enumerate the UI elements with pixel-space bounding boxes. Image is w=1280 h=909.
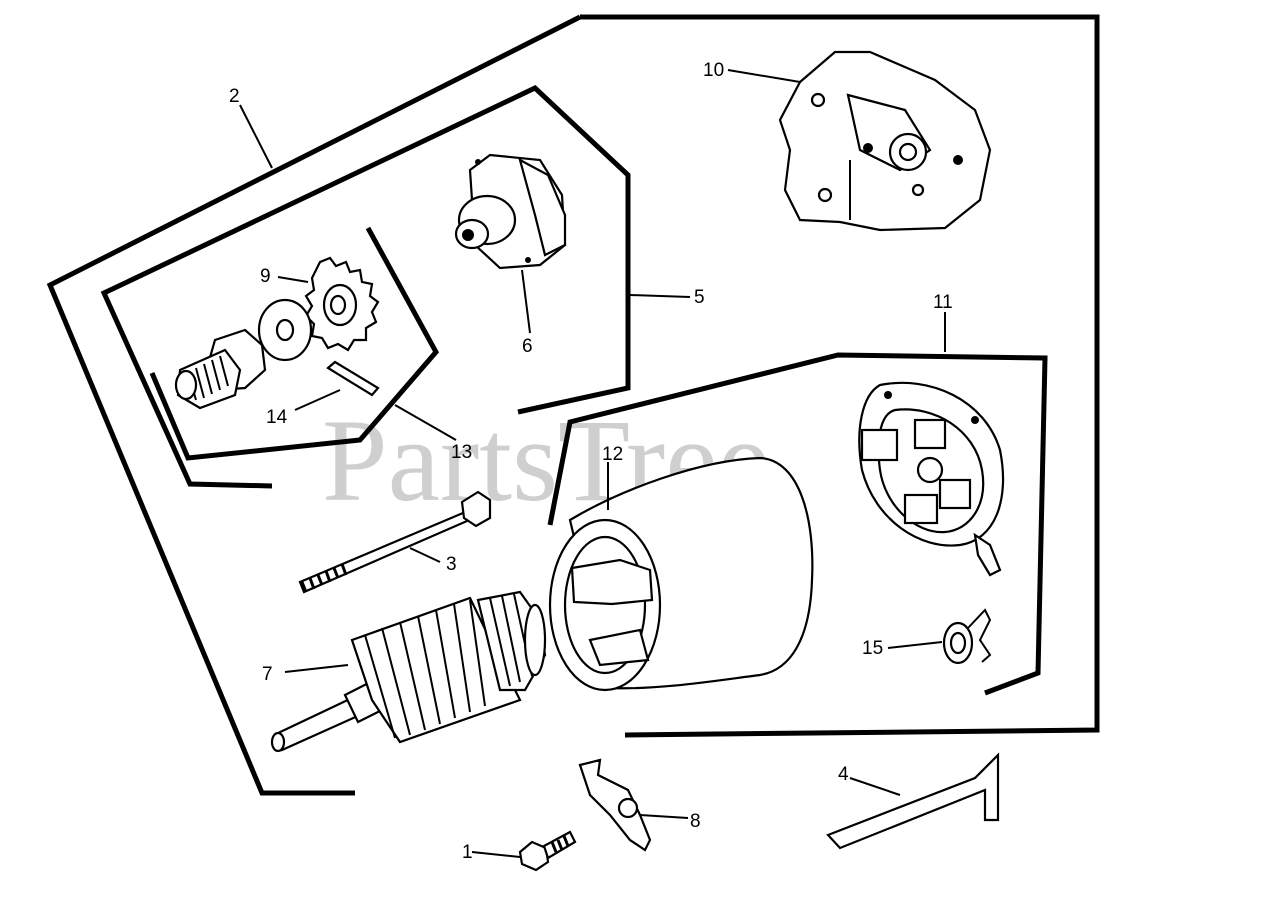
callout-8: 8 [690, 811, 701, 832]
callout-3: 3 [446, 554, 457, 575]
brush-spring-part [942, 608, 992, 665]
bracket-drive-inner [149, 226, 440, 461]
armature-part [270, 590, 547, 753]
through-bolt-part [298, 490, 492, 594]
leader-lines [239, 69, 946, 858]
mounting-bracket-part [778, 50, 992, 232]
bracket-end-cap [547, 352, 1048, 696]
bracket-outer [580, 14, 1100, 738]
pinion-gear-part [304, 256, 380, 352]
callout-14: 14 [266, 407, 288, 428]
callout-9: 9 [260, 266, 271, 287]
bracket-outer-left [46, 14, 582, 796]
clip-part [578, 758, 652, 852]
callout-5: 5 [694, 287, 705, 308]
callout-12: 12 [602, 444, 623, 465]
callout-11: 11 [933, 292, 953, 313]
pin-part [326, 360, 380, 397]
callout-15: 15 [862, 638, 883, 659]
washer-part [257, 298, 313, 362]
strap-part [826, 752, 1000, 850]
callout-6: 6 [522, 336, 533, 357]
callout-13: 13 [451, 442, 472, 463]
callout-1: 1 [462, 842, 473, 863]
callout-4: 4 [838, 764, 849, 785]
screw-part [518, 830, 577, 872]
callout-10: 10 [703, 60, 724, 81]
callout-7: 7 [262, 664, 273, 685]
drive-spring-assembly-part [174, 328, 267, 410]
callout-2: 2 [229, 86, 240, 107]
end-cap-part [858, 381, 1005, 577]
bracket-drive [100, 85, 631, 489]
drive-end-housing-part [454, 153, 567, 270]
field-frame-part [548, 456, 814, 692]
